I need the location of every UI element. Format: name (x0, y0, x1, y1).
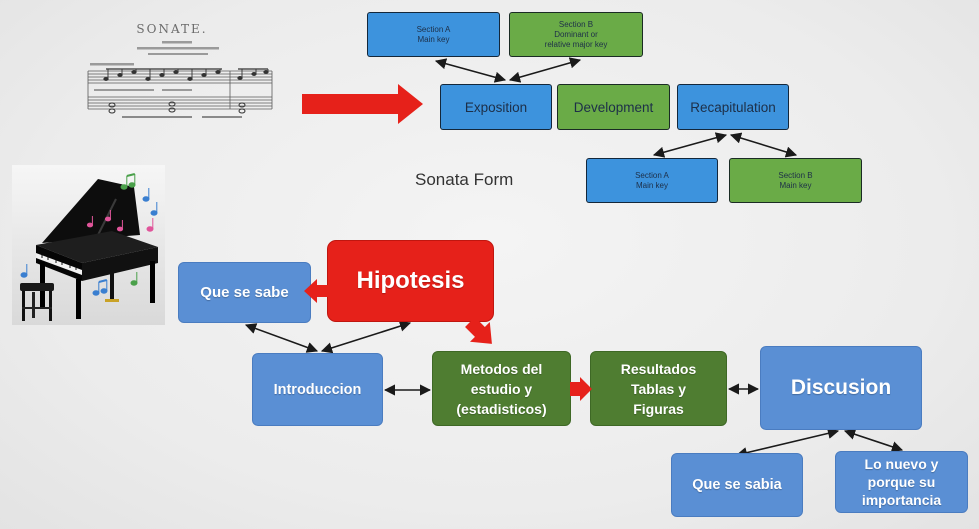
resultados-box: Resultados Tablas y Figuras (590, 351, 727, 426)
que-se-sabe-box: Que se sabe (178, 262, 311, 323)
sonata-top-section-a-box: Section A Main key (367, 12, 500, 57)
metodos-line: estudio y (470, 380, 533, 397)
hipotesis-box: Hipotesis (327, 240, 494, 322)
resultados-line: Resultados (620, 360, 697, 377)
hipotesis-label: Hipotesis (356, 267, 465, 294)
sonata-top-section-a-line: Section A (416, 24, 451, 34)
music-notes (20, 173, 158, 296)
que-se-sabia-box: Que se sabia (671, 453, 803, 517)
sonata-top-section-a-line: Main key (417, 34, 450, 44)
arrow-que-se-sabe-to-introduccion (244, 323, 319, 353)
lo-nuevo-line: Lo nuevo y (864, 456, 939, 472)
arrow-discusion-to-lo-nuevo (843, 428, 904, 453)
development-label: Development (573, 99, 654, 115)
sonata-bottom-section-a-line: Main key (635, 180, 668, 190)
lo-nuevo-line: importancia (861, 492, 942, 508)
sonata-top-section-b-line: Section B (558, 19, 594, 29)
sonata-bottom-section-b-box: Section B Main key (729, 158, 862, 203)
sonata-bottom-section-a-line: Section A (635, 170, 669, 180)
exposition-box: Exposition (440, 84, 552, 130)
sonata-form-title: Sonata Form (415, 170, 514, 189)
lo-nuevo-line: porque su (867, 474, 936, 490)
sonata-bottom-section-a-box: Section A Main key (586, 158, 718, 203)
sheet-music-drawing (87, 41, 273, 118)
grand-piano-drawing (12, 165, 165, 325)
sonata-top-section-b-line: Dominant or (554, 29, 598, 39)
development-box: Development (557, 84, 670, 130)
piano-icon (12, 165, 165, 325)
metodos-box: Metodos del estudio y (estadisticos) (432, 351, 571, 426)
discusion-label: Discusion (790, 376, 892, 399)
arrow-section-a-to-exposition (434, 58, 507, 83)
red-arrow-metodos-to-resultados (570, 377, 592, 401)
exposition-label: Exposition (464, 99, 528, 115)
resultados-line: Tablas y (631, 380, 686, 397)
piano-stool (20, 283, 54, 321)
big-red-arrow-right (302, 84, 423, 124)
lo-nuevo-box: Lo nuevo y porque su importancia (835, 451, 968, 513)
que-se-sabia-label: Que se sabia (692, 477, 782, 493)
introduccion-label: Introduccion (273, 381, 362, 398)
arrow-discusion-to-que-se-sabia (735, 427, 840, 459)
sheet-music-icon: SONATE. (82, 17, 278, 127)
sonata-top-section-b-line: relative major key (544, 39, 608, 49)
recapitulation-label: Recapitulation (690, 99, 776, 115)
sonata-bottom-section-b-line: Section B (778, 170, 813, 180)
recapitulation-box: Recapitulation (677, 84, 789, 130)
sheet-music-title: SONATE. (136, 22, 208, 36)
discusion-box: Discusion (760, 346, 922, 430)
metodos-line: (estadisticos) (456, 400, 547, 417)
metodos-line: Metodos del (460, 360, 543, 377)
introduccion-box: Introduccion (252, 353, 383, 426)
arrow-introduccion-to-hipotesis (320, 320, 412, 354)
arrow-recapitulation-to-section-b (729, 132, 798, 158)
resultados-line: Figuras (633, 400, 684, 417)
sonata-top-section-b-box: Section B Dominant or relative major key (509, 12, 643, 57)
sonata-bottom-section-b-line: Main key (779, 180, 812, 190)
que-se-sabe-label: Que se sabe (200, 284, 289, 301)
arrow-section-b-to-exposition (508, 57, 582, 83)
arrow-recapitulation-to-section-a (652, 132, 728, 158)
